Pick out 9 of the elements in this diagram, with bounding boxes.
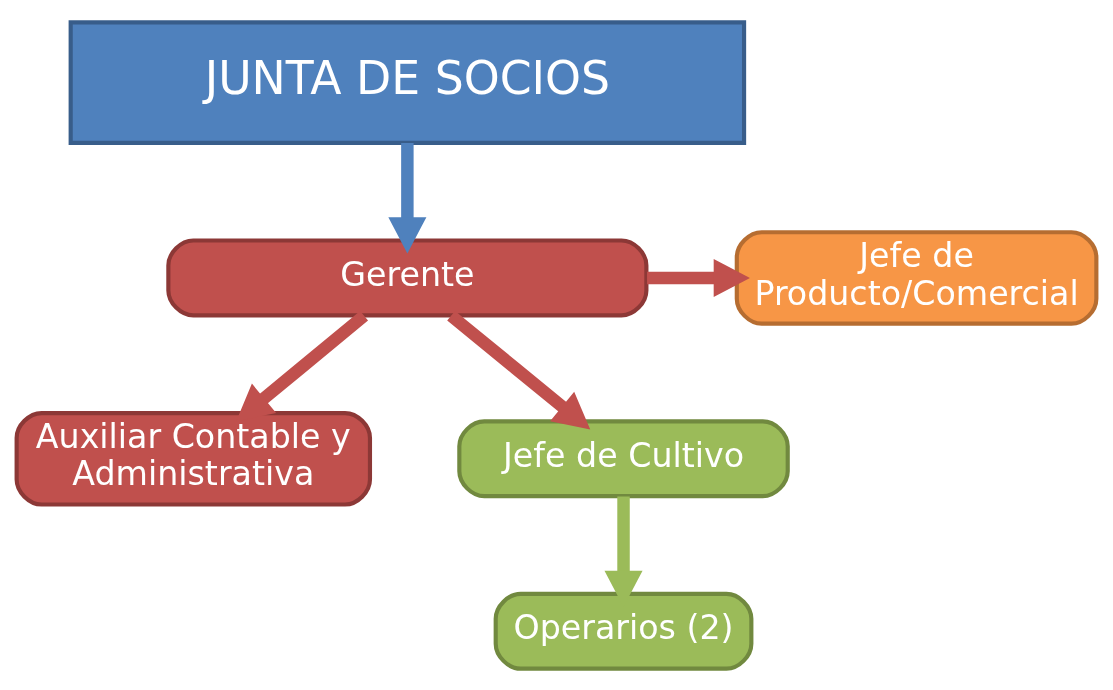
node-box: Operarios (2) bbox=[493, 591, 754, 671]
arrow bbox=[447, 310, 591, 429]
node-box: Jefe de Cultivo bbox=[457, 418, 790, 498]
arrow bbox=[647, 258, 750, 297]
node-box: Gerente bbox=[166, 237, 649, 317]
arrow bbox=[388, 142, 427, 253]
node-box: JUNTA DE SOCIOS bbox=[68, 19, 747, 145]
node-box: Jefe de Producto/Comercial bbox=[734, 229, 1099, 326]
node-box: Auxiliar Contable y Administrativa bbox=[14, 410, 373, 507]
